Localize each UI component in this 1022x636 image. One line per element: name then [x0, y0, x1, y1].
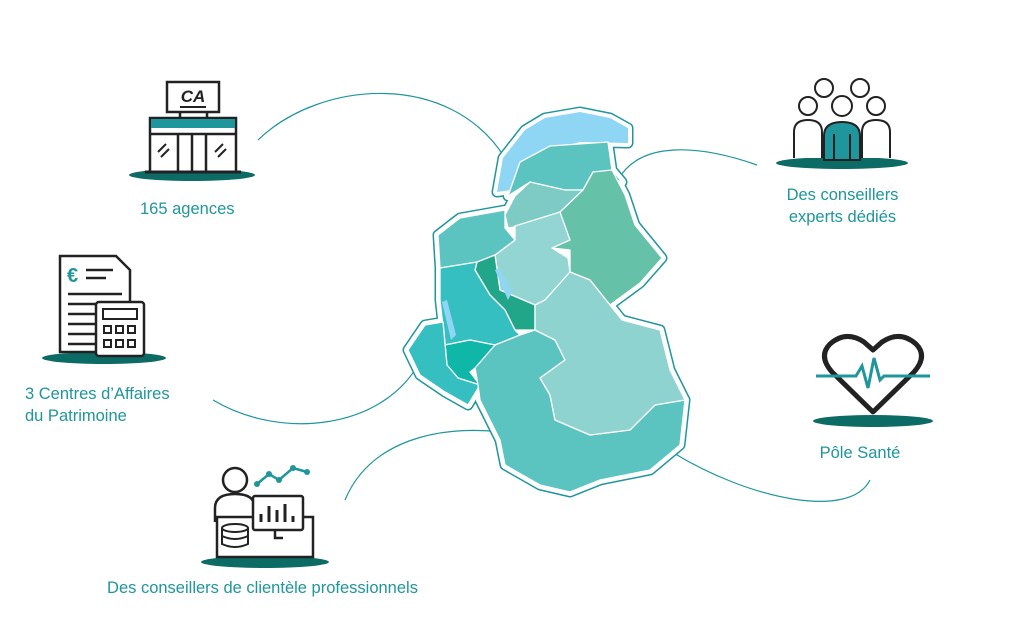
- lake-west: [442, 300, 456, 340]
- label-sante: Pôle Santé: [819, 444, 901, 462]
- label-agences: 165 agences: [140, 200, 235, 218]
- label-patrimoine-line2: du Patrimoine: [25, 407, 127, 425]
- region-far-west: [407, 321, 481, 406]
- label-experts-line1: Des conseillers: [786, 186, 899, 204]
- bank-branch-icon: CA: [129, 80, 255, 181]
- lake-center: [495, 268, 512, 300]
- label-experts: Des conseillers experts dédiés: [760, 184, 925, 228]
- svg-text:CA: CA: [181, 87, 206, 106]
- svg-text:€: €: [67, 265, 78, 287]
- connector-experts: [617, 149, 758, 181]
- label-experts-line2: experts dédiés: [788, 208, 897, 226]
- heart-pulse-icon: [813, 334, 933, 427]
- connector-patrimoine: [212, 364, 419, 425]
- region-east: [551, 169, 663, 306]
- lake-top: [497, 112, 628, 192]
- label-patrimoine-line1: 3 Centres d’Affaires: [25, 385, 170, 403]
- region-southeast: [534, 271, 686, 436]
- label-patrimoine: 3 Centres d’Affaires du Patrimoine: [25, 383, 245, 427]
- connector-agences: [257, 92, 506, 159]
- team-icon: [776, 78, 908, 169]
- region-map: [402, 106, 691, 498]
- label-professionnels: Des conseillers de clientèle professionn…: [107, 579, 418, 597]
- connector-sante: [671, 451, 871, 502]
- advisor-workstation-icon: [201, 465, 329, 568]
- connector-professionnels: [344, 429, 501, 501]
- calculator-document-icon: €: [42, 254, 166, 364]
